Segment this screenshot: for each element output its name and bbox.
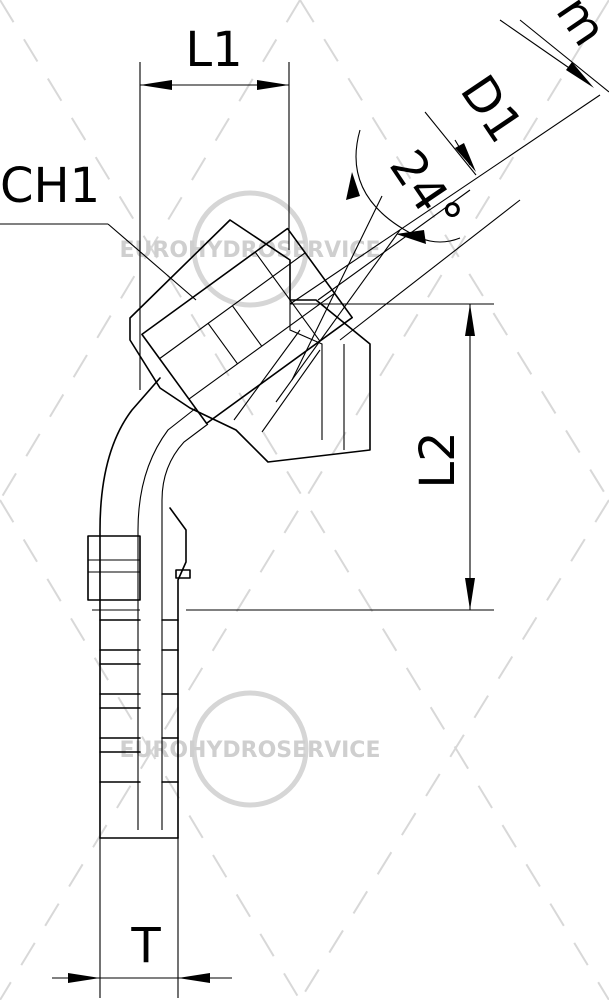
watermark-text-bottom: EUROHYDROSERVICE (120, 738, 381, 763)
dimension-l2: L2 (186, 303, 494, 611)
hose-tail-ribs (87, 535, 191, 783)
fitting-outline (87, 94, 601, 839)
label-t: T (130, 918, 161, 974)
swivel-nut (141, 227, 354, 425)
watermark-circle-bottom (191, 690, 309, 808)
dimension-d1: D1 (424, 65, 533, 176)
label-ch1: CH1 (0, 158, 100, 214)
leader-ch1: CH1 (0, 158, 197, 301)
label-l1: L1 (185, 22, 242, 78)
label-d1: D1 (449, 65, 533, 152)
dimension-m: m (499, 0, 609, 93)
watermark-circle-top (191, 190, 309, 308)
dimension-t: T (52, 838, 232, 998)
label-l2: L2 (410, 431, 466, 488)
dimension-l1: L1 (139, 22, 290, 390)
watermark-text-top: EUROHYDROSERVICE (120, 238, 381, 263)
